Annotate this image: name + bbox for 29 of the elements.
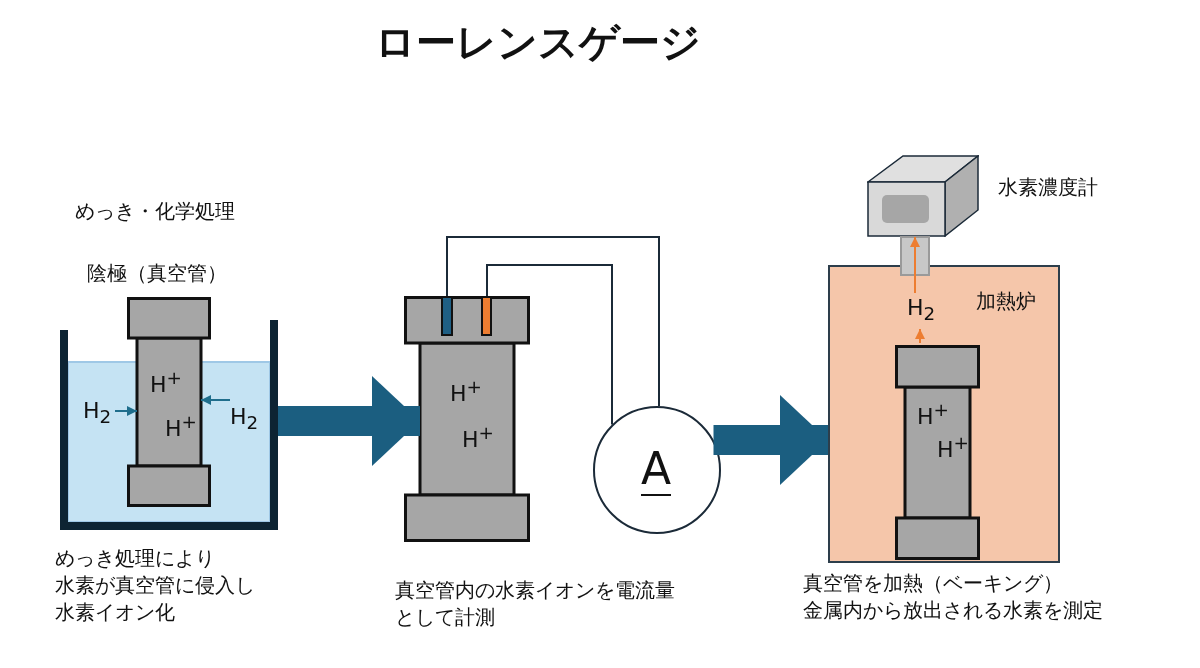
arrow [915,328,925,344]
block-arrow [278,376,420,466]
arrow [200,395,231,405]
electrode [441,296,453,336]
electrode [481,296,492,336]
ammeter-letter: A [641,444,672,496]
gas-label: H$_{2}$ [230,404,262,437]
ion-label: H$^{+}$ [917,398,949,431]
gas-label: H$_{2}$ [907,295,941,328]
step-heading: めっき・化学処理 [75,198,235,225]
instrument-label: 水素濃度計 [998,175,1098,199]
caption: めっき処理により水素が真空管に侵入し水素イオン化 [55,545,255,626]
tube-heading: 陰極（真空管） [87,261,227,285]
arrow [910,236,920,294]
ion-label: H$^{+}$ [937,431,969,464]
caption: 真空管を加熱（ベーキング）金属内から放出される水素を測定 [803,570,1103,624]
ion-label: H$^{+}$ [462,421,494,454]
diagram-title: ローレンスゲージ [375,18,701,66]
gas-label: H$_{2}$ [83,398,115,431]
block-arrow [713,395,828,485]
wire [486,264,613,426]
ion-label: H$^{+}$ [165,410,197,443]
caption: 真空管内の水素イオンを電流量として計測 [395,577,675,631]
heating-furnace [828,265,1060,563]
wire [446,236,660,407]
ion-label: H$^{+}$ [450,375,482,408]
arrow [114,406,138,416]
ion-label: H$^{+}$ [150,366,182,399]
furnace-label: 加熱炉 [976,289,1036,313]
